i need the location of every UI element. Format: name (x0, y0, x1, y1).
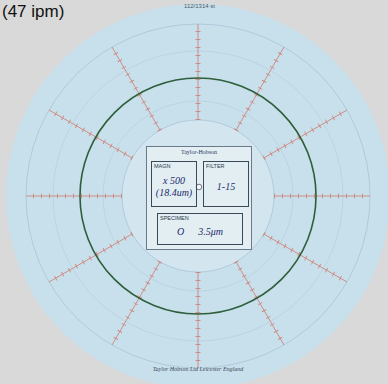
radial-gridlines (26, 24, 370, 368)
handwritten-entry: x 500 (18.4um) (154, 175, 194, 198)
handwritten-entry: 3.5μm (198, 226, 223, 238)
magnification-box: MAGN x 500 (18.4um) (151, 161, 197, 207)
field-entry: 1-15 (206, 181, 246, 193)
field-entry: x 500 (18.4um) (154, 175, 194, 198)
speed-note: (47 ipm) (2, 2, 64, 22)
maker-name: Taylor-Hobson (147, 149, 251, 155)
grid-circle (103, 101, 293, 291)
field-heading: MAGN (154, 163, 171, 169)
field-heading: SPECIMEN (160, 215, 189, 221)
label-panel-ground (146, 146, 252, 250)
grid-circle (26, 24, 370, 368)
specimen-box: SPECIMEN O 3.5μm (157, 213, 243, 245)
centre-hole (196, 184, 202, 190)
chart-disc (6, 4, 388, 384)
handwritten-entry: 1-15 (206, 181, 246, 193)
field-entry: O 3.5μm (177, 226, 223, 238)
gridline-ticks (26, 24, 370, 368)
handwritten-entry: O (177, 226, 184, 238)
roundness-trace (80, 78, 316, 314)
maker-imprint: Taylor Hobson Ltd Leicester England (153, 366, 243, 372)
filter-box: FILTER 1-15 (203, 161, 249, 207)
label-panel: Taylor-HobsonMAGN x 500 (18.4um) FILTER 1-1… (146, 146, 252, 250)
label-area (122, 120, 274, 272)
chart-number: 112/1314 st (184, 3, 215, 9)
field-heading: FILTER (206, 163, 225, 169)
